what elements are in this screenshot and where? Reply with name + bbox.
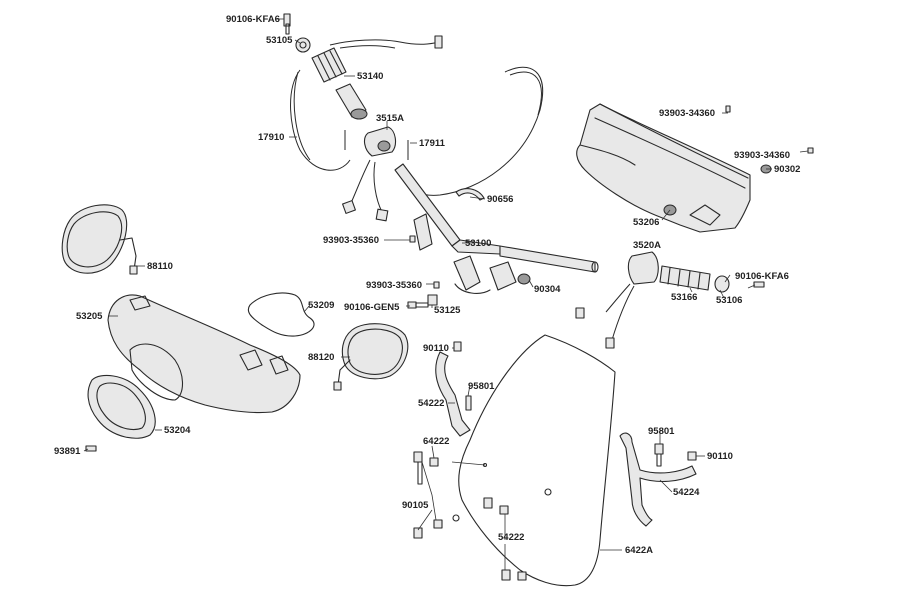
label-53206: 53206: [633, 217, 659, 228]
label-53209: 53209: [308, 300, 334, 311]
label-53105: 53105: [266, 35, 293, 46]
label-53140: 53140: [357, 71, 383, 82]
clip-90656: [455, 188, 485, 201]
bolt-90106-kfa6-top: [283, 13, 291, 35]
label-93903-34360-a: 93903-34360: [659, 108, 715, 119]
screws-93903-35360: [409, 235, 440, 289]
label-90110-b: 90110: [707, 451, 733, 462]
label-90304: 90304: [534, 284, 561, 295]
label-88120: 88120: [308, 352, 334, 363]
label-90106-kfa6-top: 90106-KFA6: [226, 14, 280, 25]
label-90106-kfa6-right: 90106-KFA6: [735, 271, 789, 282]
label-90656: 90656: [487, 194, 513, 205]
left-grip-53166: [659, 265, 765, 293]
label-53106: 53106: [716, 295, 742, 306]
bracket-54224-right: [483, 432, 697, 581]
label-90110-a: 90110: [423, 343, 449, 354]
screw-93891: [85, 445, 97, 452]
label-93903-35360-b: 93903-35360: [366, 280, 422, 291]
bolt-90106-gen5: [407, 294, 438, 309]
label-53125: 53125: [434, 305, 461, 316]
label-64222: 64222: [423, 436, 449, 447]
part-labels: 90106-KFA6 53105 53140 17910 3515A 17911…: [54, 14, 800, 556]
label-53205: 53205: [76, 311, 103, 322]
leader-lines: [83, 18, 809, 570]
label-3515a: 3515A: [376, 113, 404, 124]
screws-93903-34360: [725, 105, 814, 174]
grip-end-53105: [295, 37, 311, 53]
label-90302: 90302: [774, 164, 800, 175]
label-6422a: 6422A: [625, 545, 653, 556]
mirror-88120: [333, 323, 409, 391]
label-53204: 53204: [164, 425, 191, 436]
nut-90304: [517, 273, 531, 285]
throttle-grip-53140: [311, 47, 368, 120]
label-17910: 17910: [258, 132, 284, 143]
switch-housing-3515a: [342, 126, 397, 222]
label-93903-34360-b: 93903-34360: [734, 150, 790, 161]
handlebar-53100: [394, 163, 599, 294]
label-93891: 93891: [54, 446, 81, 457]
label-93903-35360-a: 93903-35360: [323, 235, 379, 246]
left-switch-3520a: [575, 251, 659, 349]
headlight-rim-53204: [87, 374, 156, 439]
bracket-54222-left: [413, 341, 472, 539]
label-90105: 90105: [402, 500, 429, 511]
label-54222-b: 54222: [498, 532, 524, 543]
rear-cover-53206: [576, 103, 751, 233]
mirror-88110: [61, 204, 138, 275]
windshield-6422a: [451, 334, 616, 587]
label-90106-gen5: 90106-GEN5: [344, 302, 400, 313]
label-54222-a: 54222: [418, 398, 444, 409]
label-88110: 88110: [147, 261, 173, 272]
label-54224: 54224: [673, 487, 700, 498]
label-53166: 53166: [671, 292, 697, 303]
label-3520a: 3520A: [633, 240, 661, 251]
front-cover-53205: [107, 294, 301, 414]
label-95801-a: 95801: [468, 381, 495, 392]
label-53100: 53100: [465, 238, 491, 249]
plate-53209: [247, 292, 315, 337]
label-95801-b: 95801: [648, 426, 675, 437]
label-17911: 17911: [419, 138, 446, 149]
